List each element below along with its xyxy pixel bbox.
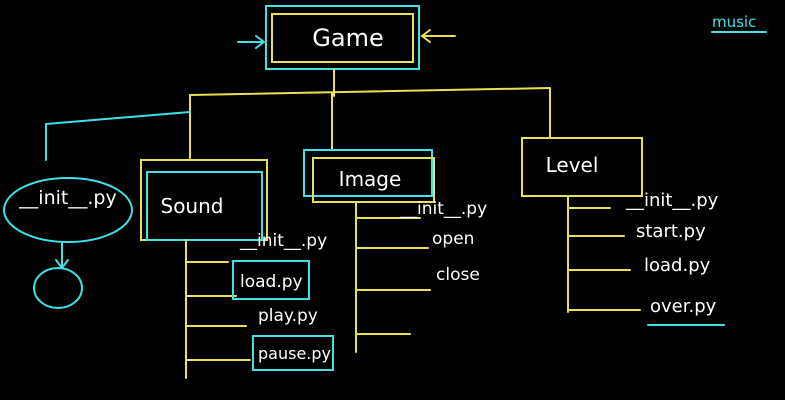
root-box-outer	[265, 5, 420, 70]
level-file-load: load.py	[644, 255, 711, 276]
root-label: Game	[312, 24, 383, 52]
level-box-outer	[521, 137, 643, 197]
pause-highlight	[252, 335, 334, 371]
image-file-init: __init__.py	[399, 199, 487, 219]
down-arrow	[55, 241, 69, 270]
level-file-init: __init__.py	[625, 190, 719, 211]
image-label: Image	[339, 167, 402, 191]
right-arrow	[420, 29, 456, 43]
package-level: Level __init__.py start.py load.py over.…	[521, 137, 725, 326]
sound-label: Sound	[161, 194, 224, 218]
tree-connectors	[189, 68, 551, 159]
root-file-oval	[3, 177, 133, 243]
corner-note: music	[712, 13, 756, 31]
sound-file-init: __init__.py	[239, 231, 327, 251]
sound-box-inner	[146, 171, 263, 241]
sound-file-pause: pause.py	[258, 344, 331, 363]
sound-file-load: load.py	[240, 272, 303, 292]
leaf-circle	[33, 267, 83, 309]
left-arrow	[237, 35, 266, 49]
package-image: Image __init__.py open close	[303, 149, 487, 353]
load-highlight	[232, 260, 310, 300]
image-box-outer	[303, 149, 433, 197]
image-box-inner	[312, 157, 435, 203]
package-sound: Sound __init__.py load.py play.py pause.…	[140, 159, 334, 379]
root-file-label: __init__.py	[18, 187, 116, 209]
root-node: Game	[237, 5, 456, 70]
image-file-open: open	[432, 229, 474, 249]
level-file-start: start.py	[636, 221, 706, 242]
level-file-over: over.py	[650, 296, 717, 317]
image-file-close: close	[436, 265, 480, 285]
level-label: Level	[546, 153, 599, 177]
root-box-inner	[271, 13, 414, 63]
root-file-connector	[45, 111, 191, 161]
root-file-node: __init__.py	[3, 177, 133, 309]
sound-file-play: play.py	[258, 306, 318, 326]
